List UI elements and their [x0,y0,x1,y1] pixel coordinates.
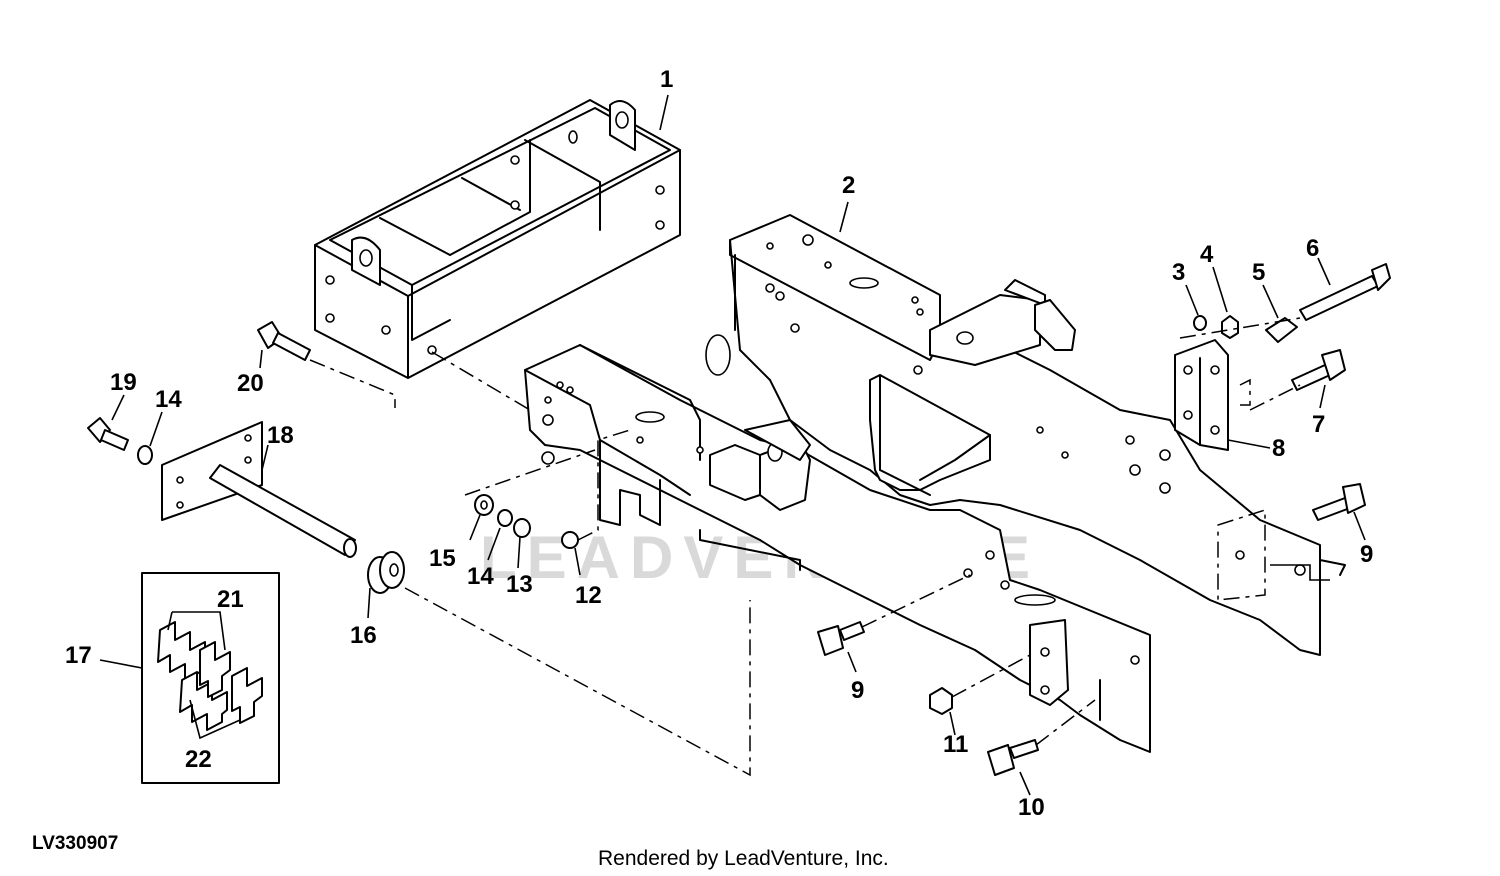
callout-6: 6 [1306,235,1319,262]
callout-11: 11 [943,731,968,758]
part-16-bushing [367,551,405,619]
render-credit: Rendered by LeadVenture, Inc. [598,847,889,870]
leader-1 [659,94,669,131]
callout-19: 19 [110,369,137,396]
callout-22: 22 [185,746,212,773]
part-3-nut [1185,284,1207,331]
callout-20: 20 [237,370,264,397]
part-2-main-frame [705,214,1346,656]
callout-14-left: 14 [155,386,182,413]
callout-7: 7 [1312,411,1325,438]
leader-2 [839,201,849,233]
callout-3: 3 [1172,259,1185,286]
part-20-bolt [257,321,311,369]
part-13-nut [513,518,531,569]
part-11-nut [929,687,956,736]
callout-12: 12 [575,582,602,609]
part-5-spacer [1262,284,1298,343]
part-9-bolt-lower [817,621,865,673]
callout-9-lower: 9 [851,677,864,704]
callout-8: 8 [1272,435,1285,462]
part-14-washer-center [487,509,513,561]
callout-14-center: 14 [467,563,494,590]
callout-16: 16 [350,622,377,649]
callout-9-right: 9 [1360,541,1373,568]
callout-5: 5 [1252,259,1265,286]
part-15-washer [469,494,494,541]
part-18-pin-plate [161,421,357,558]
part-14-washer-left [137,411,163,465]
part-10-bolt [987,739,1039,796]
callout-1: 1 [660,66,673,93]
callout-2: 2 [842,172,855,199]
part-2-side-rail [524,344,1151,753]
callout-labels: 1 2 3 4 5 6 7 8 9 9 10 11 12 13 14 14 15… [65,66,1373,821]
callout-15: 15 [429,545,456,572]
clevis-bracket [709,419,811,511]
part-17-kit-box [99,572,280,784]
figure-id: LV330907 [32,833,118,854]
part-19-bolt [87,394,129,451]
part-4-nut [1212,266,1239,339]
part-9-bolt-right [1312,483,1366,541]
part-8-bracket [1174,339,1271,451]
callout-18: 18 [267,422,294,449]
callout-10: 10 [1018,794,1045,821]
callout-17: 17 [65,642,92,669]
callout-21: 21 [217,586,244,613]
callout-4: 4 [1200,241,1214,268]
part-7-bolt [1291,349,1346,409]
part-1-weight-box [314,99,681,379]
part-6-bolt [1299,257,1391,321]
callout-13: 13 [506,571,533,598]
